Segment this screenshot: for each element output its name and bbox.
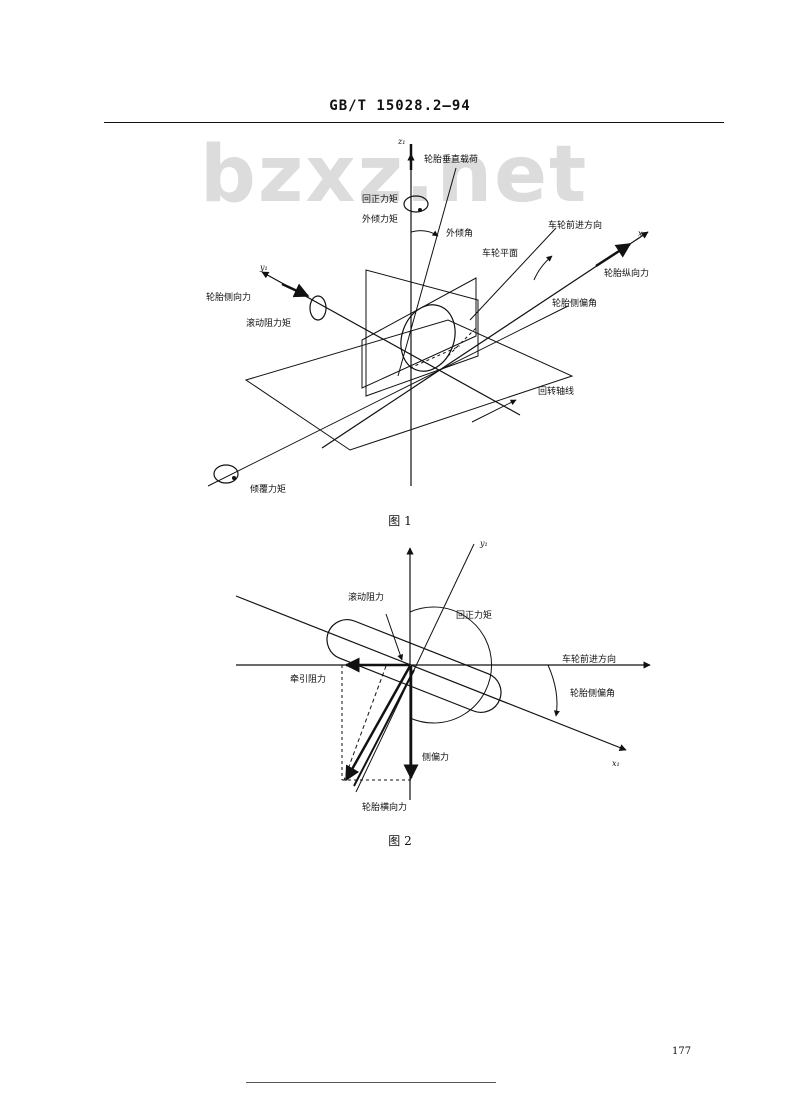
label-aligning-moment: 回正力矩 (362, 193, 398, 205)
watermark: bzxz.net (200, 130, 589, 220)
label-spin-axis: 回转轴线 (538, 385, 574, 397)
footer-rule (246, 1082, 496, 1083)
x-axis (321, 231, 649, 449)
longitudinal-force-arrow (595, 242, 632, 268)
label-rolling-resistance-moment: 滚动阻力矩 (246, 317, 291, 329)
label-rolling-resistance-2: 滚动阻力 (348, 591, 384, 603)
x-axis-label-2: x₁ (612, 759, 620, 768)
tilting-moment-icon (213, 464, 239, 484)
figure-2-diagram: y₁ x₁ 滚动阻力 回正力矩 车轮前进方向 牵引阻力 轮胎侧偏角 侧偏力 轮胎… (235, 539, 651, 813)
aligning-moment-arc (409, 606, 492, 724)
lateral-force-arrow (344, 665, 412, 782)
rolling-resistance-moment-icon (309, 295, 327, 321)
label-camber-angle: 外倾角 (446, 227, 473, 239)
label-cornering-force: 侧偏力 (422, 751, 449, 763)
label-slip-angle: 轮胎侧偏角 (552, 297, 597, 309)
label-tilting-moment: 倾覆力矩 (250, 483, 286, 495)
label-wheel-plane: 车轮平面 (482, 247, 518, 259)
label-overturning-moment: 外倾力矩 (362, 213, 398, 225)
y-axis-label: y₁ (259, 263, 268, 272)
figure-1-diagram: z₁ x₁ y₁ 轮胎垂直载荷 回正力矩 外倾力矩 外倾角 车轮平面 车轮前进方… (206, 137, 649, 495)
heading-line (469, 227, 557, 321)
label-lateral-force: 轮胎侧向力 (206, 291, 251, 303)
label-vertical-load: 轮胎垂直载荷 (424, 153, 478, 165)
figure-2-caption: 图 2 (388, 834, 412, 848)
z-axis-label: z₁ (397, 137, 405, 146)
label-lateral-force-2: 轮胎横向力 (362, 801, 407, 813)
aligning-moment-icon (403, 195, 429, 213)
x-axis-label: x₁ (638, 229, 646, 238)
spin-axis-line (207, 305, 569, 487)
label-longitudinal-force: 轮胎纵向力 (604, 267, 649, 279)
x-axis-2 (235, 595, 627, 751)
label-heading-direction: 车轮前进方向 (548, 219, 602, 231)
wheel-plane-side (365, 269, 479, 397)
page-number: 177 (672, 1046, 692, 1057)
label-slip-angle-2: 轮胎侧偏角 (570, 687, 615, 699)
label-heading-direction-2: 车轮前进方向 (562, 653, 616, 665)
ground-plane (244, 319, 574, 451)
label-aligning-moment-2: 回正力矩 (456, 609, 492, 621)
wheel-ellipse (400, 304, 456, 372)
wheel-plane-vertical (361, 277, 477, 389)
figure-1-caption: 图 1 (388, 514, 412, 528)
header-rule (104, 122, 724, 123)
camber-line (397, 167, 457, 377)
page-header: GB/T 15028.2—94 (329, 98, 471, 114)
label-traction-resistance: 牵引阻力 (290, 673, 326, 685)
y-axis-label-2: y₁ (479, 539, 488, 548)
